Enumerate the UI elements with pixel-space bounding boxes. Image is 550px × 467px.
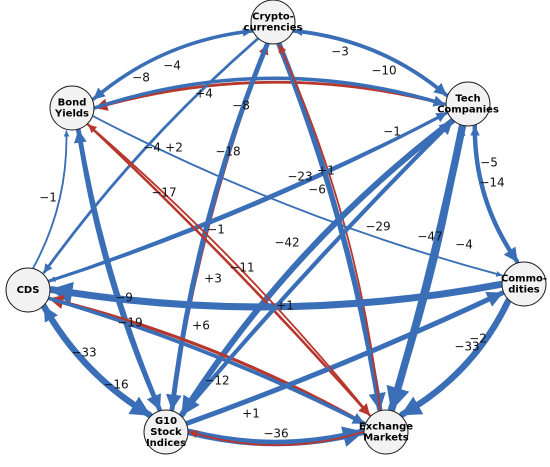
edge-label-tech-to-fx: −47 (417, 230, 442, 244)
edge-label-bonds-to-commodities: −1 (207, 223, 225, 237)
edge-label-g10-to-cds: −16 (103, 378, 128, 392)
edge-label-crypto-to-fx: −23 (287, 170, 312, 184)
edge-bonds-to-crypto (91, 27, 253, 101)
edge-label-fx-to-g10: +1 (242, 407, 260, 421)
edge-g10-to-cds (42, 304, 153, 418)
node-circle-bonds (49, 85, 95, 131)
edge-label-fx-to-commodities: −2 (469, 332, 487, 346)
edge-fx-to-g10 (189, 430, 364, 447)
edges-layer (32, 27, 520, 447)
node-label-crypto: currencies (244, 23, 303, 34)
edge-label-tech-to-g10: −29 (365, 220, 390, 234)
edge-cds-to-fx (47, 296, 366, 426)
node-label-tech: Companies (437, 105, 499, 116)
edge-label-crypto-to-tech: −10 (371, 64, 396, 78)
node-label-fx: Markets (363, 433, 409, 444)
edge-label-commodities-to-fx: −33 (454, 340, 479, 354)
edge-label-g10-to-commodities: −19 (117, 316, 142, 330)
edge-label-tech-to-commodities: −14 (479, 176, 504, 190)
edge-label-crypto-to-bonds: −8 (132, 71, 150, 85)
edge-tech-to-g10 (179, 117, 456, 418)
edge-fx-to-tech (390, 125, 466, 412)
node-commodities: Commo-dities (501, 261, 547, 307)
edge-label-tech-to-crypto: −3 (331, 45, 349, 59)
edge-label-cds-to-tech: −6 (308, 183, 326, 197)
edge-g10-to-tech (179, 119, 454, 418)
node-label-commodities: Commo- (501, 274, 547, 285)
node-label-g10: Stock (150, 427, 182, 438)
edge-label-fx-to-cds: +6 (192, 319, 210, 333)
edge-labels-layer: −8 −4 −3 −10 +4 −8 −4 +2 −18 −23 +1 −1 −6 −29 −47 −14 −5… (39, 45, 505, 441)
edge-label-fx-to-tech: −4 (455, 238, 473, 252)
node-circle-commodities (501, 261, 547, 307)
edge-label-g10-to-tech: −12 (204, 374, 229, 388)
edge-commodities-to-fx (399, 297, 512, 418)
edge-label-tech-to-cds: −1 (383, 125, 401, 139)
edge-label-g10-to-bonds: −11 (229, 261, 254, 275)
edge-label-cds-to-bonds: −1 (39, 191, 57, 205)
edge-g10-to-bonds (73, 128, 162, 412)
node-label-bonds: Bond (58, 98, 87, 109)
edge-label-crypto-to-cds: −4 (143, 141, 161, 155)
node-crypto: Crypto-currencies (244, 0, 303, 45)
edge-commodities-to-tech (470, 125, 519, 264)
edge-crypto-to-tech (292, 28, 448, 97)
edge-g10-to-commodities (184, 290, 505, 426)
node-circle-fx (363, 409, 409, 455)
node-label-g10: Indices (146, 438, 186, 449)
node-label-tech: Tech (455, 94, 480, 105)
edge-label-bonds-to-crypto: −4 (163, 59, 181, 73)
node-label-crypto: Crypto- (252, 12, 294, 23)
edge-label-bonds-to-fx: +3 (204, 272, 222, 286)
edge-label-crypto-to-g10: −18 (215, 145, 240, 159)
node-cds: CDS (5, 267, 51, 313)
node-label-cds: CDS (17, 285, 40, 296)
edge-tech-to-fx (386, 122, 467, 413)
edge-label-commodities-to-cds: −42 (274, 236, 299, 250)
edge-label-g10-to-fx: −36 (263, 427, 288, 441)
edge-fx-to-crypto (278, 44, 381, 411)
edge-bonds-to-fx (86, 123, 371, 417)
node-label-commodities: dities (508, 285, 540, 296)
node-label-g10: G10 (155, 416, 177, 427)
node-circle-cds (5, 267, 51, 313)
node-label-fx: Exchange (359, 422, 413, 433)
node-label-bonds: Yields (54, 109, 89, 120)
edge-label-fx-to-crypto: +1 (317, 164, 335, 178)
node-circle-crypto (250, 0, 296, 45)
edge-cds-to-bonds (32, 130, 70, 269)
edge-label-commodities-to-tech: −5 (480, 156, 498, 170)
edge-fx-to-cds (48, 294, 367, 426)
edge-crypto-to-cds (42, 37, 259, 274)
node-circle-g10 (143, 409, 189, 455)
edge-label-fx-to-bonds: +1 (276, 299, 294, 313)
edge-label-g10-to-crypto: +2 (165, 141, 183, 155)
edge-tech-to-bonds (94, 80, 447, 111)
edge-bonds-to-tech (93, 76, 446, 110)
edge-label-bonds-to-tech: −8 (232, 99, 250, 113)
edge-label-cds-to-fx: −9 (115, 291, 133, 305)
edge-label-tech-to-bonds: +4 (195, 87, 213, 101)
node-circle-tech (445, 81, 491, 127)
edge-tech-to-commodities (472, 123, 520, 264)
edge-bonds-to-commodities (92, 115, 503, 277)
edge-label-bonds-to-g10: −17 (151, 186, 176, 200)
edge-label-cds-to-g10: −33 (71, 346, 96, 360)
edge-fx-to-bonds (87, 124, 371, 417)
